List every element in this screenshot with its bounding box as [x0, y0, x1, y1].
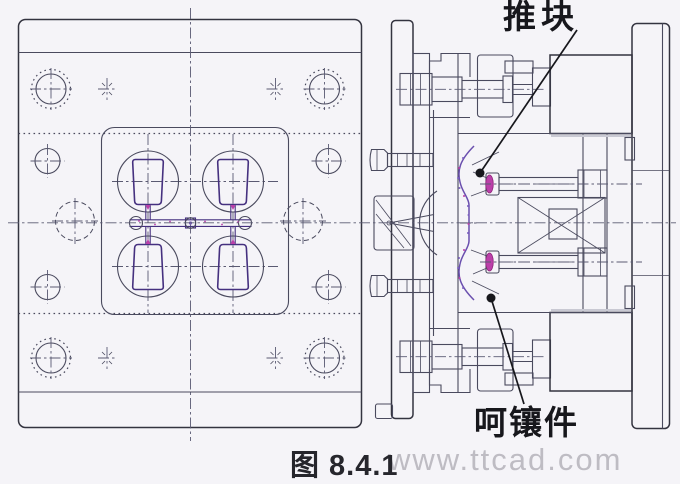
bolt-hole [30, 337, 72, 379]
leader-dot [486, 293, 496, 303]
pin-hole [311, 270, 346, 304]
screw-mark [266, 347, 285, 369]
bolt-hole [303, 337, 346, 379]
section-upper-half [369, 52, 670, 199]
clamp-plates [374, 19, 671, 430]
runner-system [128, 204, 253, 245]
hidden-hole [280, 198, 326, 244]
part-profile-curve [457, 145, 478, 301]
bolt-hole [30, 68, 72, 110]
watermark-text: www.ttcad.com [388, 442, 623, 477]
section-view [368, 19, 671, 430]
leader-dot [475, 168, 485, 178]
hex-bolt [369, 148, 434, 172]
guide-bushing-xbox [517, 196, 606, 254]
plan-view [17, 8, 363, 441]
cavity-circles [116, 150, 265, 298]
bolt-hole [303, 68, 346, 110]
cavity-inserts [131, 158, 250, 291]
figure-caption: 图 8.4.1 [290, 450, 399, 482]
callout-leader-push-block [475, 29, 578, 178]
screw-mark [266, 78, 285, 100]
callout-leader-cavity-insert [486, 293, 525, 405]
screw-mark [98, 78, 116, 100]
screw-mark [98, 347, 116, 369]
callout-label-push-block: 推块 [503, 0, 579, 35]
pin-hole [311, 144, 346, 178]
mold-plate-outline [17, 18, 363, 429]
socket-bolt [480, 169, 642, 199]
pin-hole [30, 144, 65, 178]
pin-hole [30, 270, 65, 304]
puller-bolt [396, 72, 546, 106]
hidden-hole [52, 198, 98, 244]
callout-label-cavity-insert: 呵镶件 [474, 404, 579, 441]
corner-bolt-holes [30, 68, 346, 379]
